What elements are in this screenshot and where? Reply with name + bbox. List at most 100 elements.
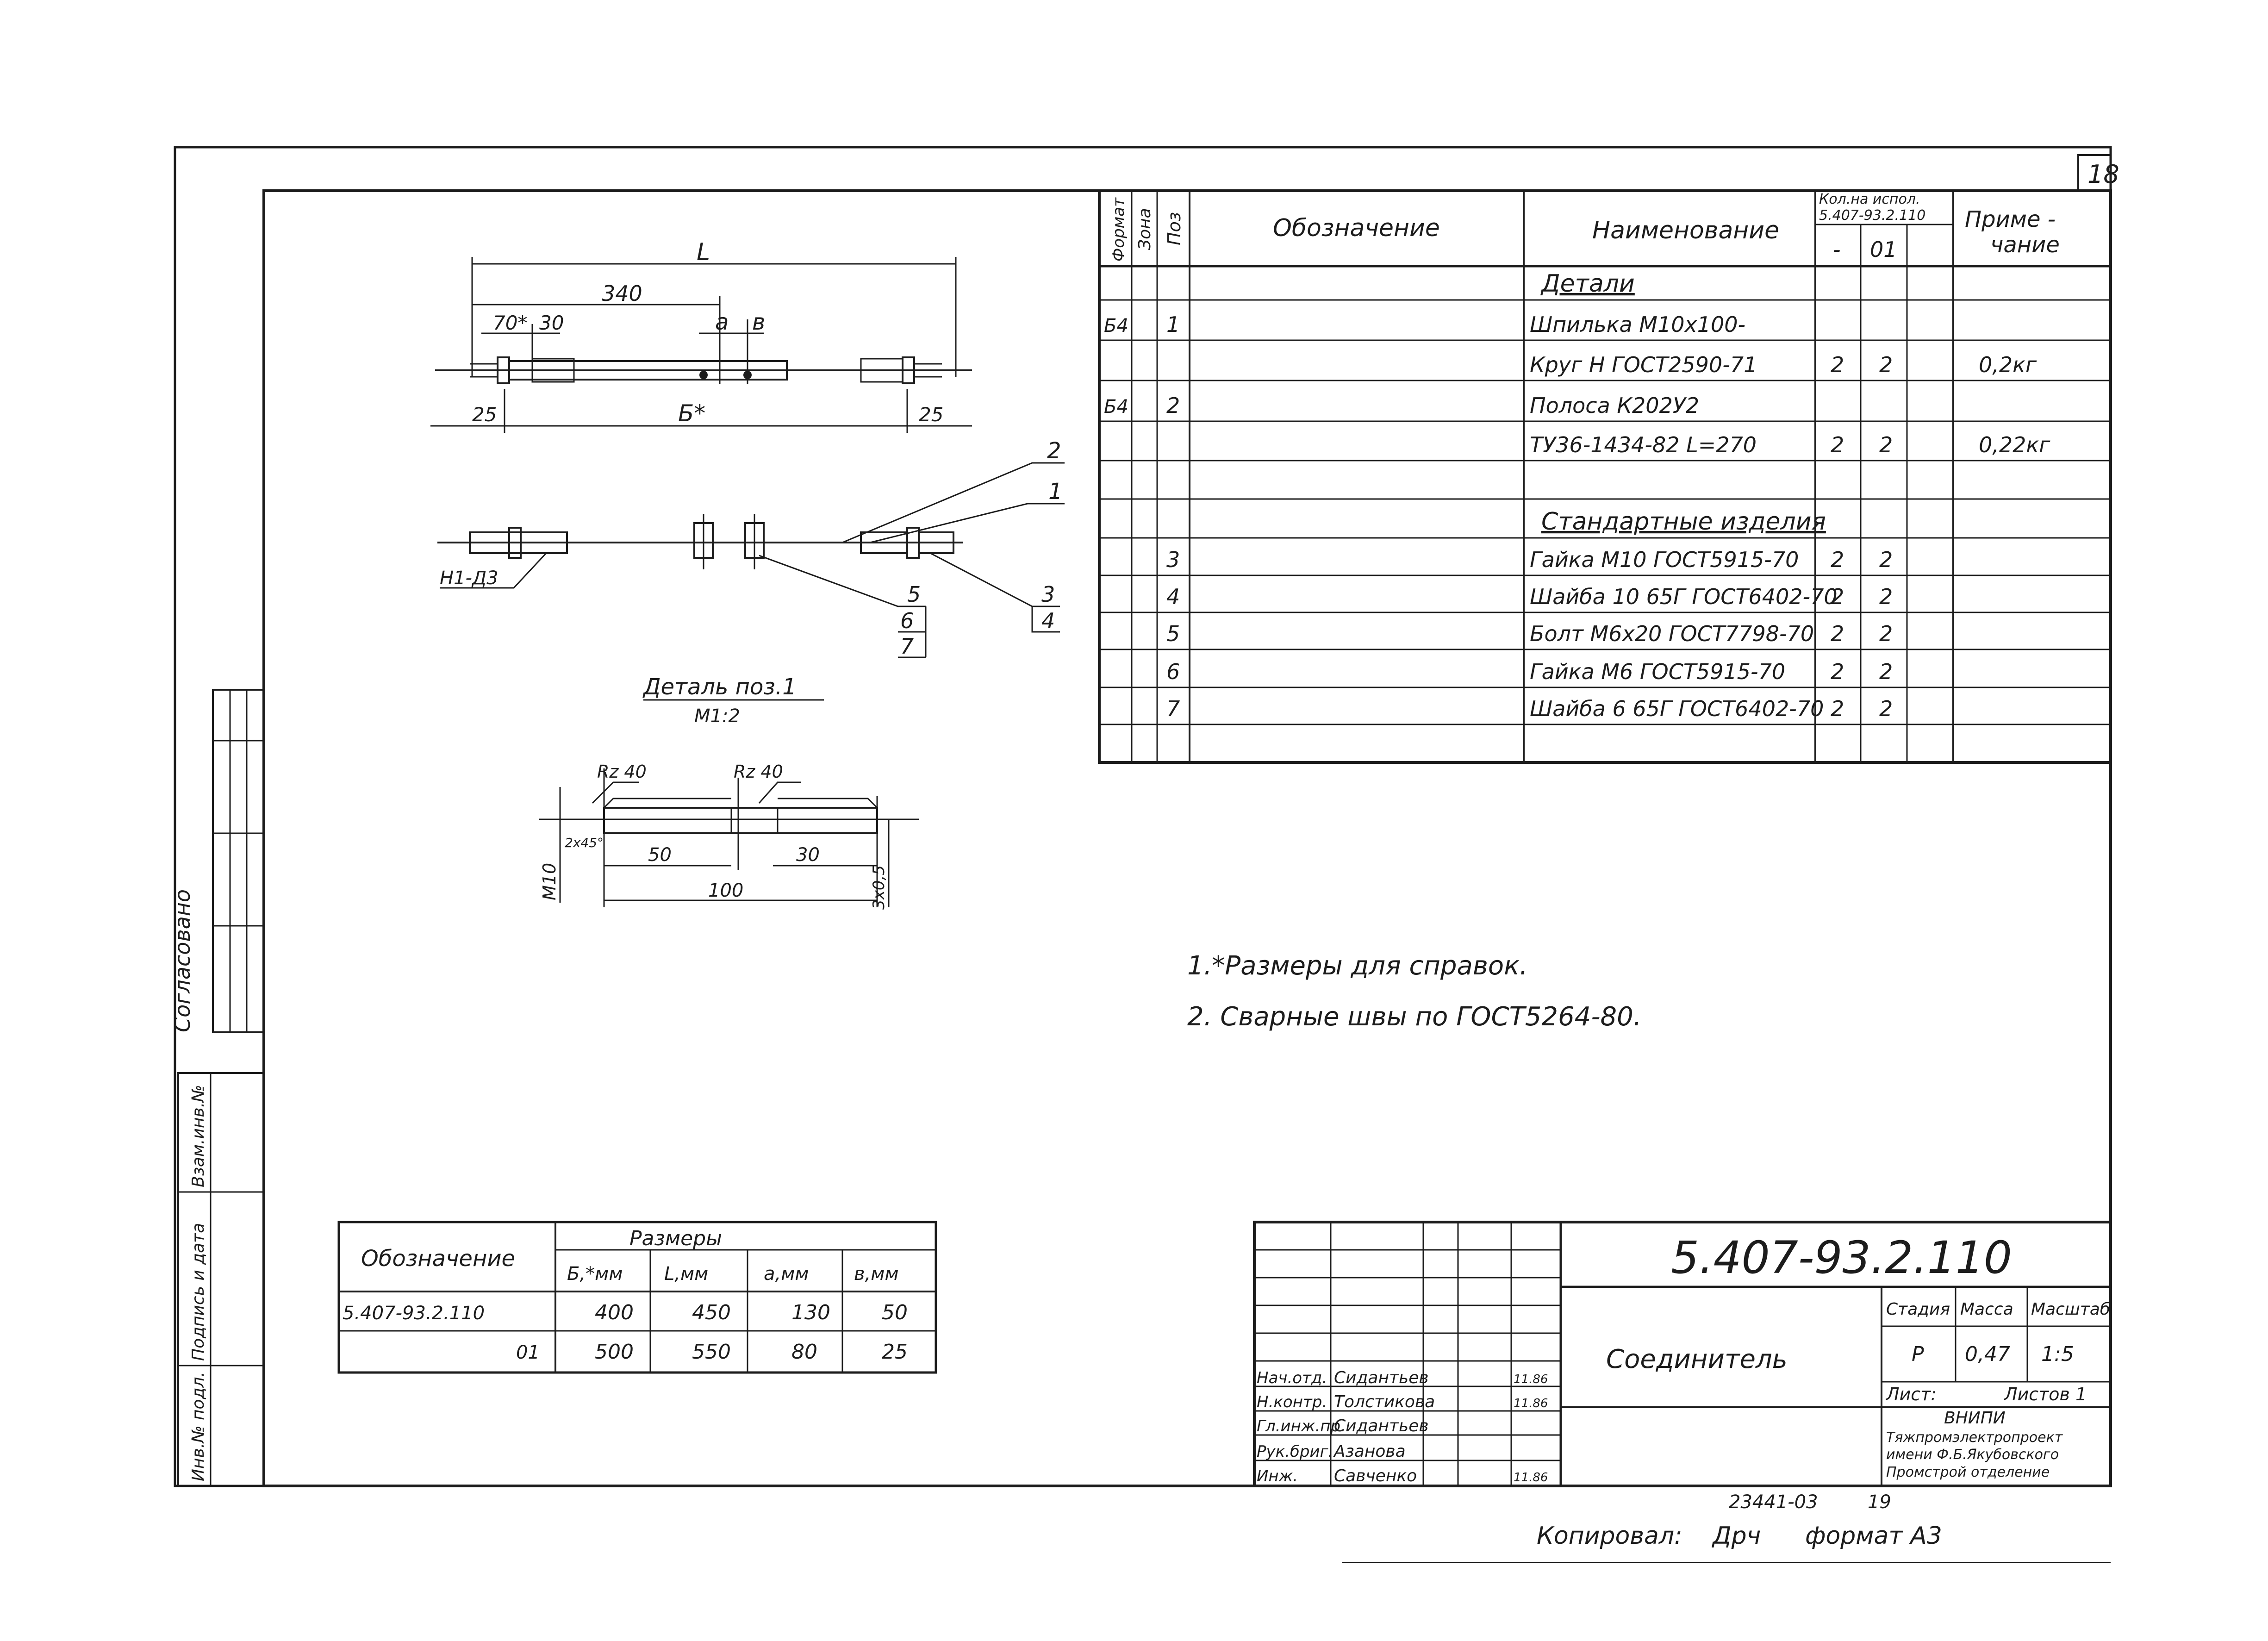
spec-cell-pos: 6 xyxy=(1166,659,1180,684)
dims-cell: 400 xyxy=(595,1301,634,1324)
sheet-number: 18 xyxy=(2087,160,2119,189)
callout-5: 5 xyxy=(907,582,921,607)
title-org-1: ВНИПИ xyxy=(1944,1409,2006,1428)
spec-header-name: Наименование xyxy=(1592,217,1779,244)
detail-title: Деталь поз.1 xyxy=(642,674,797,700)
spec-cell-name: Шайба 6 65Г ГОСТ6402-70 xyxy=(1530,696,1824,721)
agreed-label: Согласовано xyxy=(170,889,195,1032)
callout-6: 6 xyxy=(900,608,914,633)
left-strip-upper xyxy=(212,689,265,1033)
dims-col-header: L,мм xyxy=(664,1263,708,1285)
callout-7: 7 xyxy=(900,634,914,659)
spec-cell-qty-01: 2 xyxy=(1879,547,1893,572)
tb-person-name: Савченко xyxy=(1334,1466,1417,1485)
spec-cell-name: Стандартные изделия xyxy=(1541,508,1826,536)
spec-cell-pos: 7 xyxy=(1166,696,1180,721)
spec-cell-note: 0,2кг xyxy=(1979,352,2037,377)
callout-1: 1 xyxy=(1048,479,1063,505)
spec-cell-qty-01: 2 xyxy=(1879,696,1893,721)
title-org-2: Тяжпромэлектропроект xyxy=(1886,1429,2063,1446)
copier-signature: Дрч xyxy=(1712,1522,1761,1550)
spec-cell-qty: 2 xyxy=(1831,547,1844,572)
spec-cell-name: Шпилька М10х100- xyxy=(1530,312,1745,337)
dims-cell: 50 xyxy=(882,1301,908,1324)
spec-cell-name: Шайба 10 65Г ГОСТ6402-70 xyxy=(1530,584,1838,609)
title-block-people: Нач.отд. Сидантьев 11.86 Н.контр. Толстикова… xyxy=(1257,1368,1548,1485)
spec-table xyxy=(1098,189,2112,764)
dims-col-header: Б,*мм xyxy=(567,1263,623,1285)
callout-2: 2 xyxy=(1047,438,1061,464)
spec-header-pos: Поз xyxy=(1164,212,1184,245)
inventory-number: 23441-03 xyxy=(1729,1491,1818,1513)
spec-cell-name: Гайка М6 ГОСТ5915-70 xyxy=(1530,659,1785,684)
tb-person-name: Сидантьев xyxy=(1334,1416,1429,1435)
spec-header-qty-dash: - xyxy=(1833,237,1841,262)
spec-cell-qty: 2 xyxy=(1831,584,1844,609)
spec-header-designation: Обозначение xyxy=(1273,214,1440,242)
detail-dim-right: 3х0,5 xyxy=(870,865,888,910)
spec-cell-pos: 3 xyxy=(1166,547,1180,572)
dims-cell: 450 xyxy=(692,1301,731,1324)
dim-30: 30 xyxy=(539,312,564,334)
spec-header-qty-01: 01 xyxy=(1870,237,1897,262)
spec-cell-qty-01: 2 xyxy=(1879,352,1893,377)
dim-L: L xyxy=(697,238,710,266)
detail-scale: М1:2 xyxy=(694,705,740,727)
sheet-outer-border xyxy=(174,146,2112,1487)
tb-role: Инж. xyxy=(1257,1467,1298,1485)
spec-cell-name: Гайка М10 ГОСТ5915-70 xyxy=(1530,547,1799,572)
detail-chamfer: 2х45° xyxy=(565,835,604,850)
spec-header-qty-top: Кол.на испол. xyxy=(1819,191,1920,207)
spec-cell-name: Болт М6х20 ГОСТ7798-70 xyxy=(1530,621,1814,646)
spec-cell-name: Детали xyxy=(1540,270,1635,298)
title-scale-label: Масштаб xyxy=(2031,1300,2110,1319)
tb-person-name: Толстикова xyxy=(1334,1392,1435,1411)
spec-cell-name: Круг Н ГОСТ2590-71 xyxy=(1530,352,1757,377)
title-doc-number: 5.407-93.2.110 xyxy=(1671,1232,2012,1284)
spec-cell-pos: 1 xyxy=(1166,312,1180,337)
title-mass-label: Масса xyxy=(1960,1300,2013,1319)
spec-cell-qty-01: 2 xyxy=(1879,621,1893,646)
dim-25-right: 25 xyxy=(919,403,943,426)
dims-row-designation: 5.407-93.2.110 xyxy=(343,1303,485,1324)
spec-cell-name: Полоса К202У2 xyxy=(1530,393,1699,418)
side-label-sign: Подпись и дата xyxy=(189,1223,208,1361)
tb-role: Нач.отд. xyxy=(1257,1369,1327,1387)
dims-col-designation: Обозначение xyxy=(361,1246,515,1272)
detail-rz-right: Rz 40 xyxy=(734,761,783,782)
detail-dim-30: 30 xyxy=(796,844,820,866)
dims-cell: 130 xyxy=(791,1301,830,1324)
dim-25-left: 25 xyxy=(472,403,497,426)
spec-cell-qty-01: 2 xyxy=(1879,584,1893,609)
title-mass: 0,47 xyxy=(1965,1342,2010,1366)
spec-cell-pos: 2 xyxy=(1166,393,1180,418)
dim-70: 70* xyxy=(493,312,527,334)
spec-cell-note: 0,22кг xyxy=(1979,432,2050,457)
side-label-inv: Инв.№ подл. xyxy=(189,1372,208,1481)
title-scale: 1:5 xyxy=(2041,1342,2074,1366)
left-strip-lower xyxy=(177,1072,265,1487)
detail-dim-50: 50 xyxy=(648,844,672,866)
tb-date: 11.86 xyxy=(1514,1397,1548,1410)
dim-a: a xyxy=(715,309,729,335)
note-1: 1.*Размеры для справок. xyxy=(1187,951,1528,981)
tb-person-name: Сидантьев xyxy=(1334,1368,1429,1387)
dims-row-designation: 01 xyxy=(516,1342,540,1363)
dims-cell: 80 xyxy=(791,1340,817,1364)
tb-role: Н.контр. xyxy=(1257,1393,1327,1411)
spec-cell-qty: 2 xyxy=(1831,659,1844,684)
dim-340: 340 xyxy=(602,281,642,306)
title-org-4: Промстрой отделение xyxy=(1886,1464,2050,1480)
spec-cell-pos: 5 xyxy=(1166,621,1180,646)
dims-cell: 550 xyxy=(692,1340,731,1364)
copied-by-label: Копировал: xyxy=(1537,1522,1682,1550)
dims-col-header: в,мм xyxy=(854,1263,899,1285)
spec-cell-qty-01: 2 xyxy=(1879,659,1893,684)
dims-group: Размеры xyxy=(629,1227,722,1250)
spec-cell-qty: 2 xyxy=(1831,352,1844,377)
callout-4: 4 xyxy=(1041,608,1055,633)
spec-cell-qty: 2 xyxy=(1831,621,1844,646)
dims-cell: 500 xyxy=(595,1340,634,1364)
